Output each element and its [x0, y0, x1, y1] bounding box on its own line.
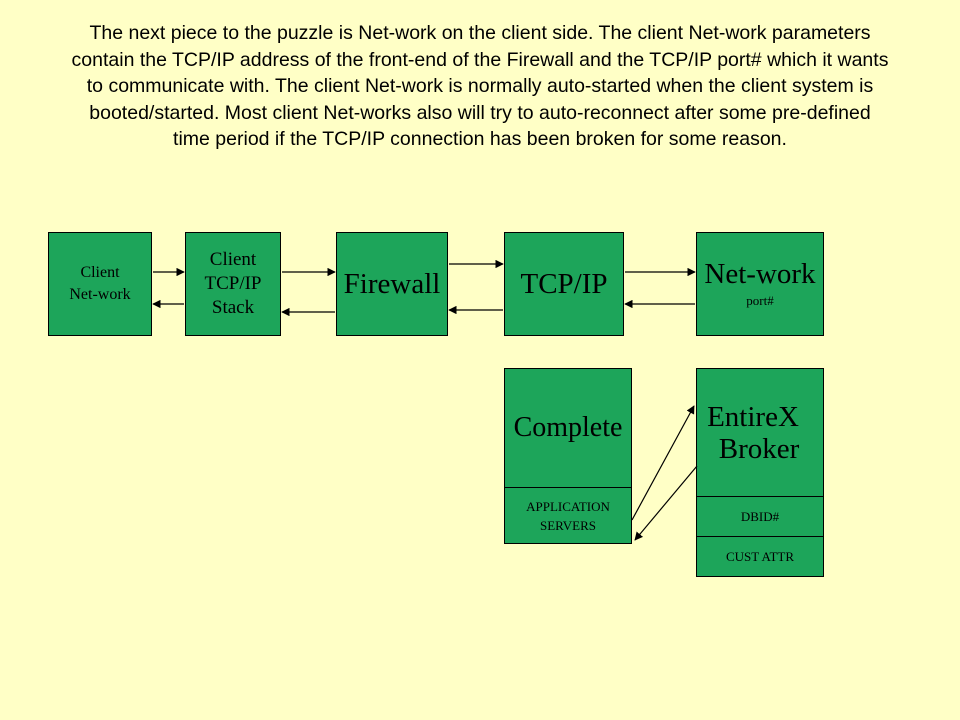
entirex-line1: EntireX: [707, 400, 799, 433]
client-network-line1: Client: [80, 264, 120, 281]
application-servers-line1: APPLICATION: [526, 498, 610, 514]
entirex-line2: Broker: [718, 432, 800, 465]
firewall-label: Firewall: [343, 268, 441, 300]
client-stack-box: Client TCP/IP Stack: [185, 232, 281, 336]
cust-attr-label: CUST ATTR: [725, 549, 795, 564]
application-servers-cell: APPLICATION SERVERS: [504, 487, 632, 544]
dbid-label: DBID#: [740, 509, 780, 524]
client-stack-line2: TCP/IP: [204, 273, 262, 294]
tcpip-label: TCP/IP: [520, 268, 608, 300]
cust-attr-cell: CUST ATTR: [696, 536, 824, 577]
client-stack-line3: Stack: [211, 297, 255, 318]
application-servers-line2: SERVERS: [539, 517, 597, 533]
complete-label: Complete: [513, 412, 623, 443]
entirex-broker-box: EntireX Broker: [696, 368, 824, 497]
intro-paragraph: The next piece to the puzzle is Net-work…: [71, 22, 889, 150]
network-port-box: Net-work port#: [696, 232, 824, 336]
arrow-servers-to-broker: [631, 405, 695, 521]
network-port-sub: port#: [746, 293, 774, 308]
client-stack-line1: Client: [209, 249, 257, 270]
dbid-cell: DBID#: [696, 496, 824, 537]
firewall-box: Firewall: [336, 232, 448, 336]
complete-box: Complete: [504, 368, 632, 488]
client-network-box: Client Net-work: [48, 232, 152, 336]
tcpip-box: TCP/IP: [504, 232, 624, 336]
arrow-broker-to-servers: [634, 465, 698, 541]
client-network-line2: Net-work: [69, 286, 131, 303]
network-port-label: Net-work: [704, 258, 816, 290]
